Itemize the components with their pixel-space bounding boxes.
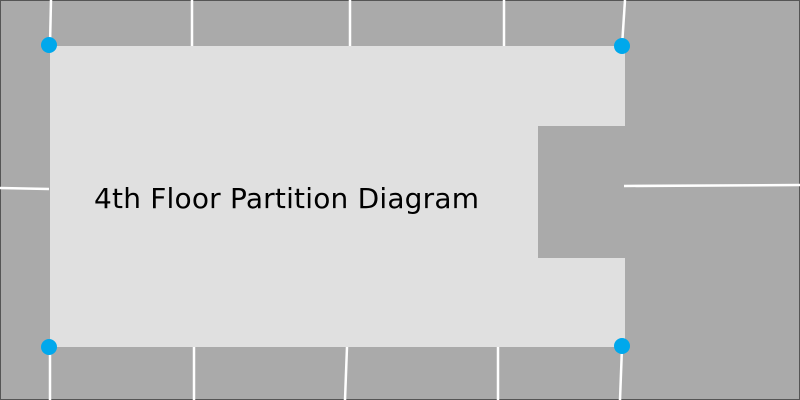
corner-handle-top-left[interactable]	[41, 37, 57, 53]
corner-handles	[41, 37, 630, 355]
diagram-title: 4th Floor Partition Diagram	[94, 182, 480, 215]
corner-handle-top-right[interactable]	[614, 38, 630, 54]
partition-line-left	[0, 186, 50, 191]
partition-line-bottom-5	[618, 346, 624, 400]
partition-line-right	[623, 183, 800, 188]
corner-handle-bottom-right[interactable]	[614, 338, 630, 354]
floor-area	[50, 46, 625, 347]
partition-line-bottom-3	[343, 346, 349, 400]
corner-handle-bottom-left[interactable]	[41, 339, 57, 355]
